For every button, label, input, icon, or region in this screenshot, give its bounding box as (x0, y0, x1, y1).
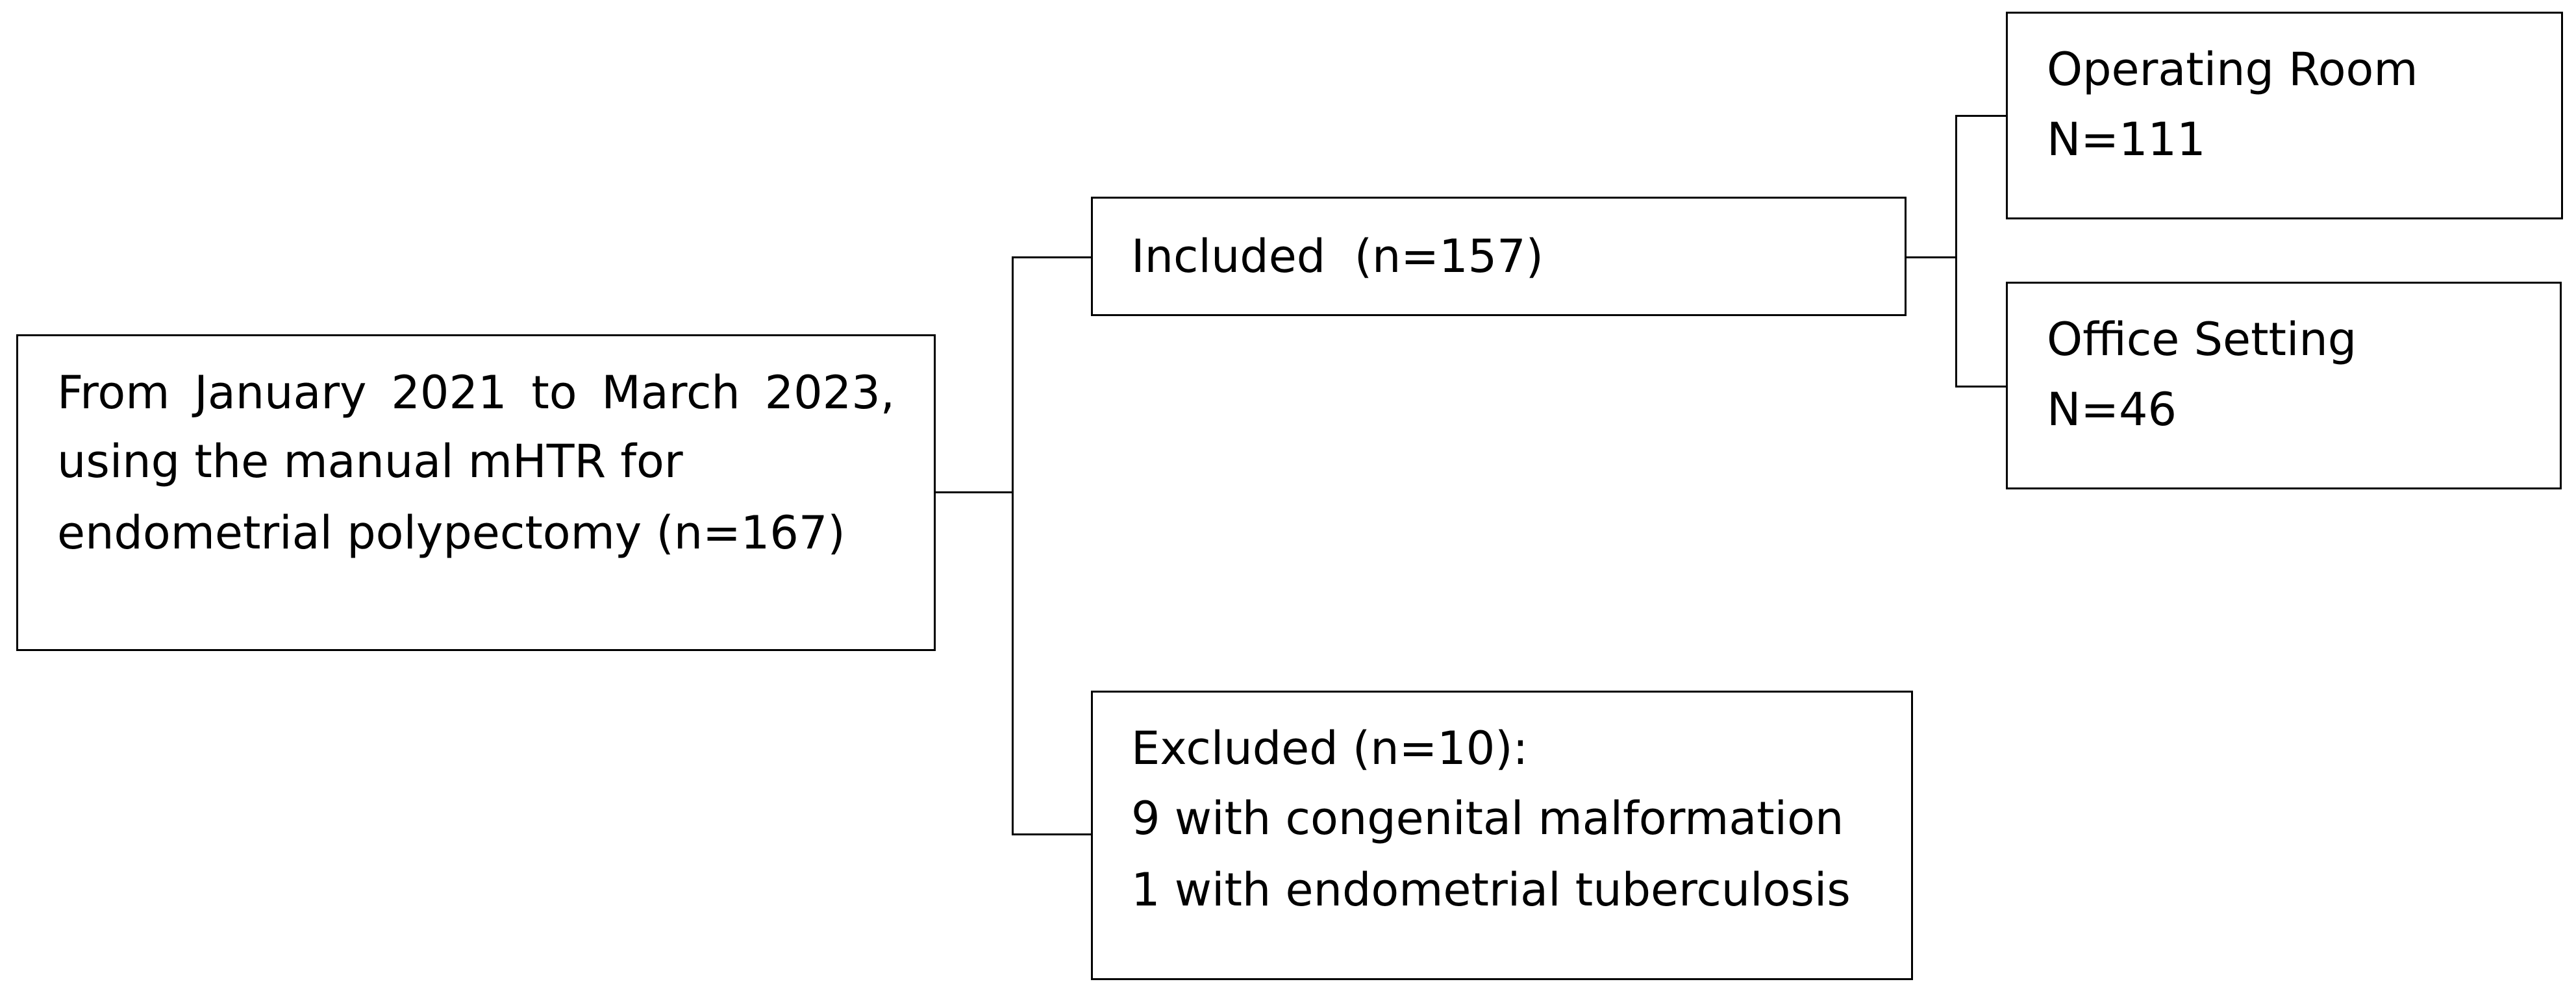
source-line-2: using the manual mHTR for (57, 435, 683, 488)
connector-included-stub (1907, 256, 1957, 258)
office-setting-line-1: Office Setting (2047, 313, 2357, 366)
excluded-box (1091, 691, 1913, 980)
connector-source-stub (936, 491, 1013, 493)
connector-to-excluded (1012, 833, 1091, 835)
connector-to-operating-room (1955, 115, 2006, 117)
connector-included-vertical (1955, 115, 1957, 388)
operating-room-line-2: N=111 (2047, 113, 2206, 166)
connector-to-included (1012, 256, 1091, 258)
connector-source-vertical (1012, 256, 1014, 835)
source-box (16, 334, 936, 651)
included-label: Included (n=157) (1131, 230, 1544, 283)
included-box (1091, 197, 1907, 316)
source-line-3: endometrial polypectomy (n=167) (57, 506, 845, 560)
excluded-line-1: Excluded (n=10): (1131, 722, 1529, 775)
operating-room-line-1: Operating Room (2047, 43, 2418, 96)
connector-to-office-setting (1955, 386, 2006, 388)
excluded-line-2: 9 with congenital malformation (1131, 792, 1844, 845)
office-setting-box (2006, 282, 2562, 489)
office-setting-line-2: N=46 (2047, 383, 2177, 436)
excluded-line-3: 1 with endometrial tuberculosis (1131, 863, 1851, 917)
source-line-1: From January 2021 to March 2023, (57, 366, 895, 419)
operating-room-box (2006, 12, 2563, 219)
